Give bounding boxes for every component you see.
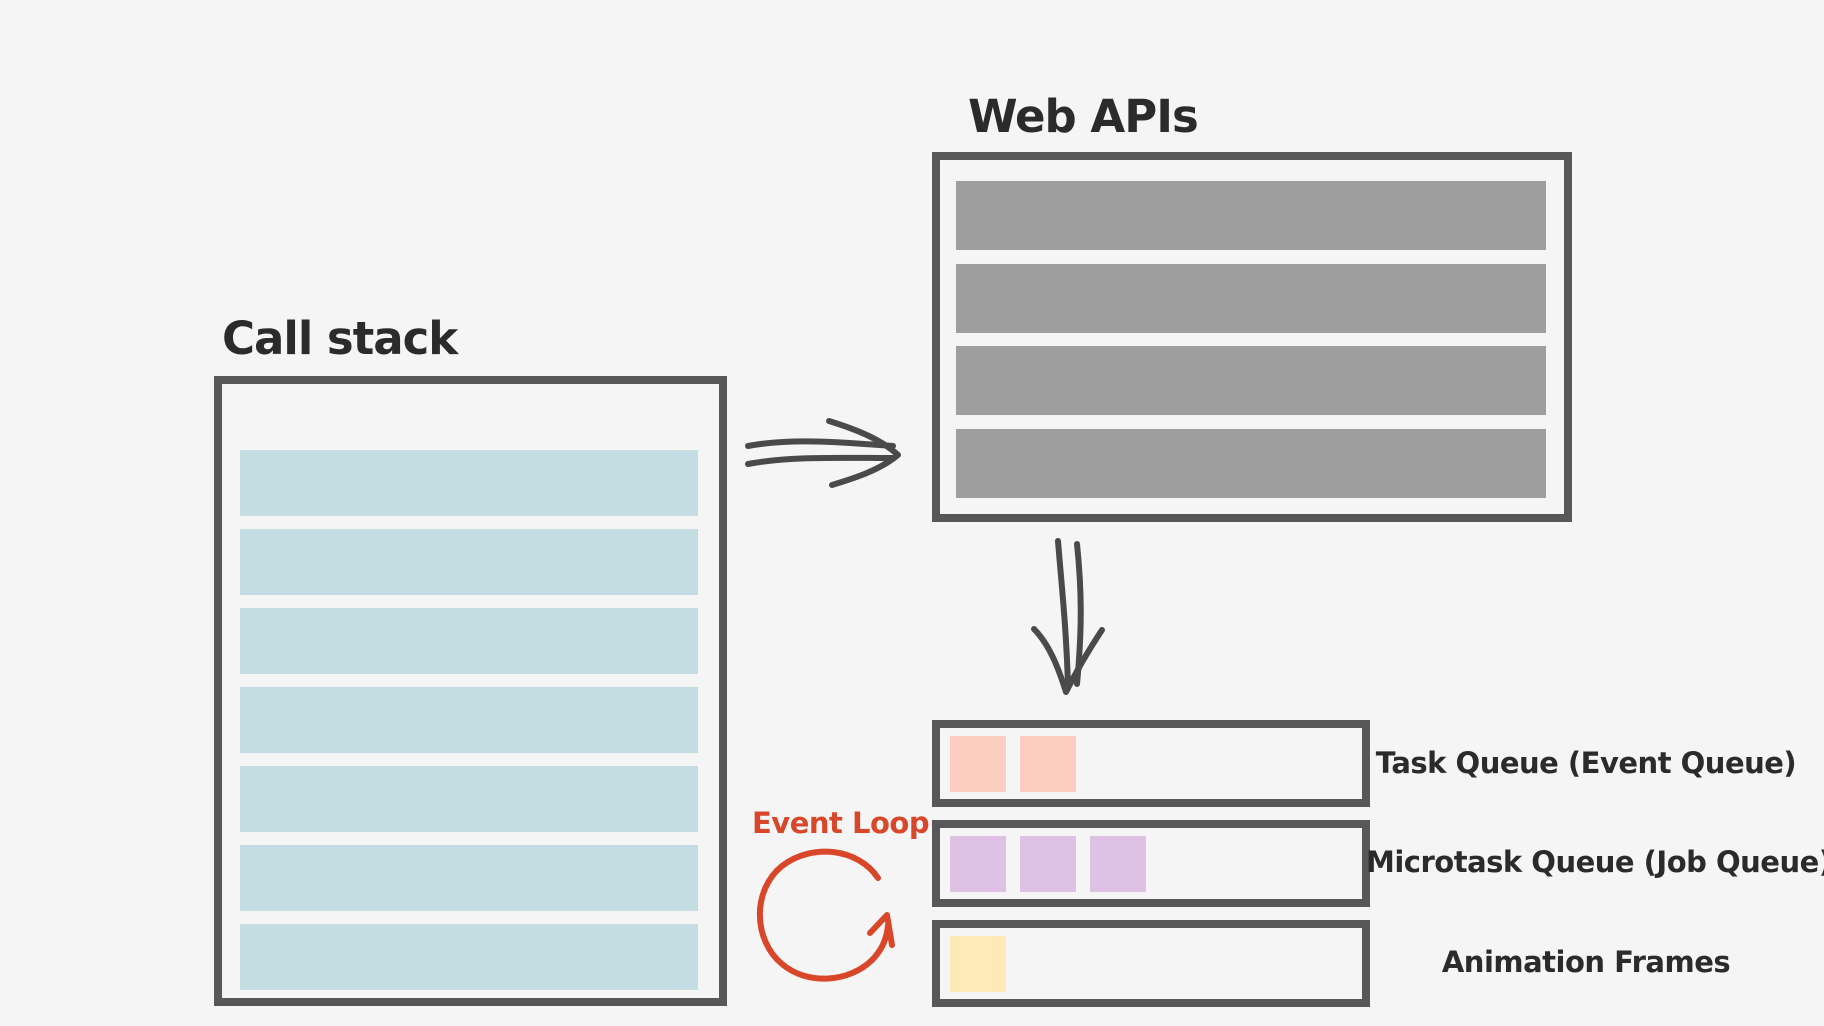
call-stack-slot: [240, 766, 698, 832]
call-stack-slot: [240, 608, 698, 674]
call-stack-title: Call stack: [222, 312, 458, 365]
call-stack-slot: [240, 450, 698, 516]
microtask-queue-item: [1020, 836, 1076, 892]
circular-arrow-icon: [756, 848, 895, 982]
web-api-slot: [956, 429, 1546, 498]
call-stack-slot: [240, 845, 698, 911]
web-apis-title: Web APIs: [968, 90, 1199, 143]
double-arrow-right-icon: [745, 418, 901, 488]
animation-frame-item: [950, 936, 1006, 992]
microtask-queue-item: [1090, 836, 1146, 892]
task-queue-label: Task Queue (Event Queue): [1375, 746, 1797, 780]
call-stack-slot: [240, 687, 698, 753]
animation-frames-box: [932, 920, 1370, 1007]
task-queue-box: [932, 720, 1370, 807]
microtask-queue-box: [932, 820, 1370, 907]
web-api-slot: [956, 181, 1546, 250]
event-loop-label: Event Loop: [752, 806, 930, 840]
web-apis-box: [932, 152, 1572, 522]
call-stack-slot: [240, 924, 698, 990]
task-queue-item: [1020, 736, 1076, 792]
microtask-queue-item: [950, 836, 1006, 892]
call-stack-slot: [240, 529, 698, 595]
double-arrow-down-icon: [1031, 538, 1105, 695]
call-stack-box: [214, 376, 727, 1006]
web-api-slot: [956, 346, 1546, 415]
animation-frames-label: Animation Frames: [1441, 945, 1731, 979]
microtask-queue-label: Microtask Queue (Job Queue): [1366, 845, 1824, 879]
web-api-slot: [956, 264, 1546, 333]
task-queue-item: [950, 736, 1006, 792]
